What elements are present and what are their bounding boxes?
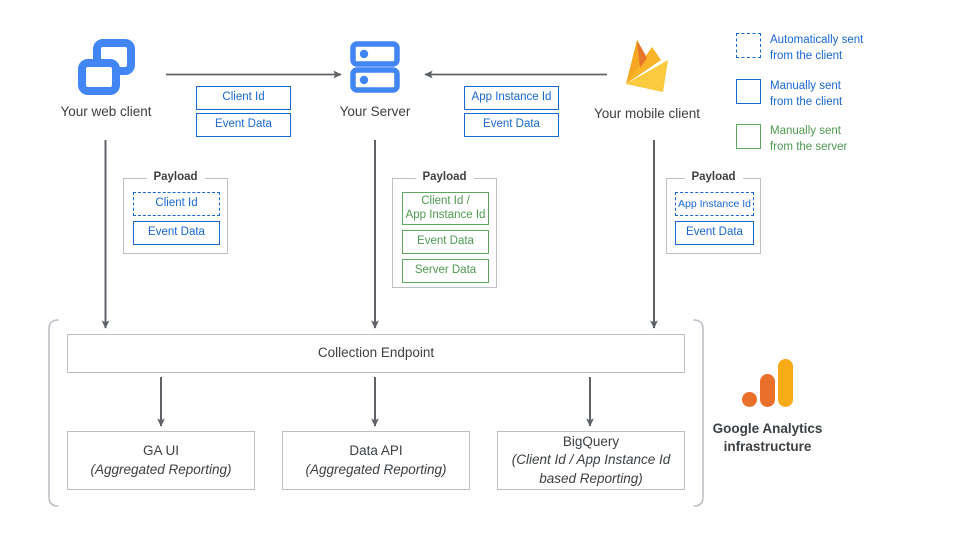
tag-web-event-data: Event Data	[196, 113, 291, 137]
mobile-client-label: Your mobile client	[593, 106, 701, 121]
bigquery-title: BigQuery	[562, 434, 620, 450]
payload-server-item-server-data: Server Data	[402, 259, 489, 283]
web-client-node: Your web client	[60, 36, 152, 119]
payload-server: Payload Client Id / App Instance Id Even…	[392, 171, 497, 288]
ga-ui-box: GA UI (Aggregated Reporting)	[67, 431, 255, 490]
payload-web-item-event-data: Event Data	[133, 221, 220, 245]
legend-label-manual-server: Manually sent from the server	[770, 125, 848, 154]
payload-mobile-title: Payload	[684, 171, 743, 183]
legend-label-manual-client: Manually sent from the client	[770, 79, 843, 108]
server-label: Your Server	[339, 104, 411, 119]
bigquery-subtitle: (Client Id / App Instance Id based Repor…	[511, 452, 671, 486]
web-client-label: Your web client	[60, 104, 152, 119]
payload-mobile-item-app-instance-id: App Instance Id	[675, 192, 754, 216]
collection-endpoint-box: Collection Endpoint	[67, 334, 685, 373]
legend-swatch-solid-green	[736, 124, 761, 150]
server-node: Your Server	[329, 36, 421, 119]
google-analytics-infrastructure: Google Analytics infrastructure	[705, 355, 830, 456]
payload-mobile: Payload App Instance Id Event Data	[666, 171, 761, 254]
bigquery-box: BigQuery (Client Id / App Instance Id ba…	[497, 431, 685, 490]
payload-web-title: Payload	[146, 171, 205, 183]
tag-mobile-event-data: Event Data	[464, 113, 559, 137]
legend-label-automatic-client: Automatically sent from the client	[770, 34, 864, 62]
ga-ui-title: GA UI	[142, 443, 179, 459]
legend-swatch-dashed-blue	[736, 33, 761, 58]
data-api-box: Data API (Aggregated Reporting)	[282, 431, 470, 490]
collection-endpoint-label: Collection Endpoint	[317, 345, 435, 361]
payload-server-title: Payload	[415, 171, 474, 183]
payload-web-item-client-id: Client Id	[133, 192, 220, 216]
google-analytics-icon	[741, 359, 793, 407]
legend-item-automatic-client: Automatically sent from the client	[736, 33, 946, 65]
server-icon	[350, 41, 400, 93]
payload-server-item-ids-text: Client Id / App Instance Id	[405, 194, 486, 221]
payload-server-item-event-data: Event Data	[402, 230, 489, 254]
firebase-icon	[626, 40, 668, 92]
mobile-client-node: Your mobile client	[592, 34, 702, 121]
payload-server-item-ids: Client Id / App Instance Id	[402, 192, 489, 225]
google-analytics-caption-line2: infrastructure	[723, 439, 812, 455]
infra-bracket-left	[48, 319, 59, 507]
tag-web-client-id: Client Id	[196, 86, 291, 110]
data-api-title: Data API	[349, 443, 403, 459]
data-api-subtitle: (Aggregated Reporting)	[305, 461, 447, 477]
tag-mobile-app-instance-id: App Instance Id	[464, 86, 559, 110]
payload-mobile-item-event-data: Event Data	[675, 221, 754, 245]
legend-item-manual-server: Manually sent from the server	[736, 124, 946, 156]
legend-item-manual-client: Manually sent from the client	[736, 78, 946, 111]
payload-web: Payload Client Id Event Data	[123, 171, 228, 254]
web-client-icon	[78, 39, 135, 95]
google-analytics-caption-line1: Google Analytics	[712, 421, 823, 436]
infra-bracket-right	[693, 319, 704, 507]
ga-ui-subtitle: (Aggregated Reporting)	[90, 461, 232, 477]
legend: Automatically sent from the client Manua…	[736, 33, 946, 156]
legend-swatch-solid-blue	[736, 78, 761, 104]
